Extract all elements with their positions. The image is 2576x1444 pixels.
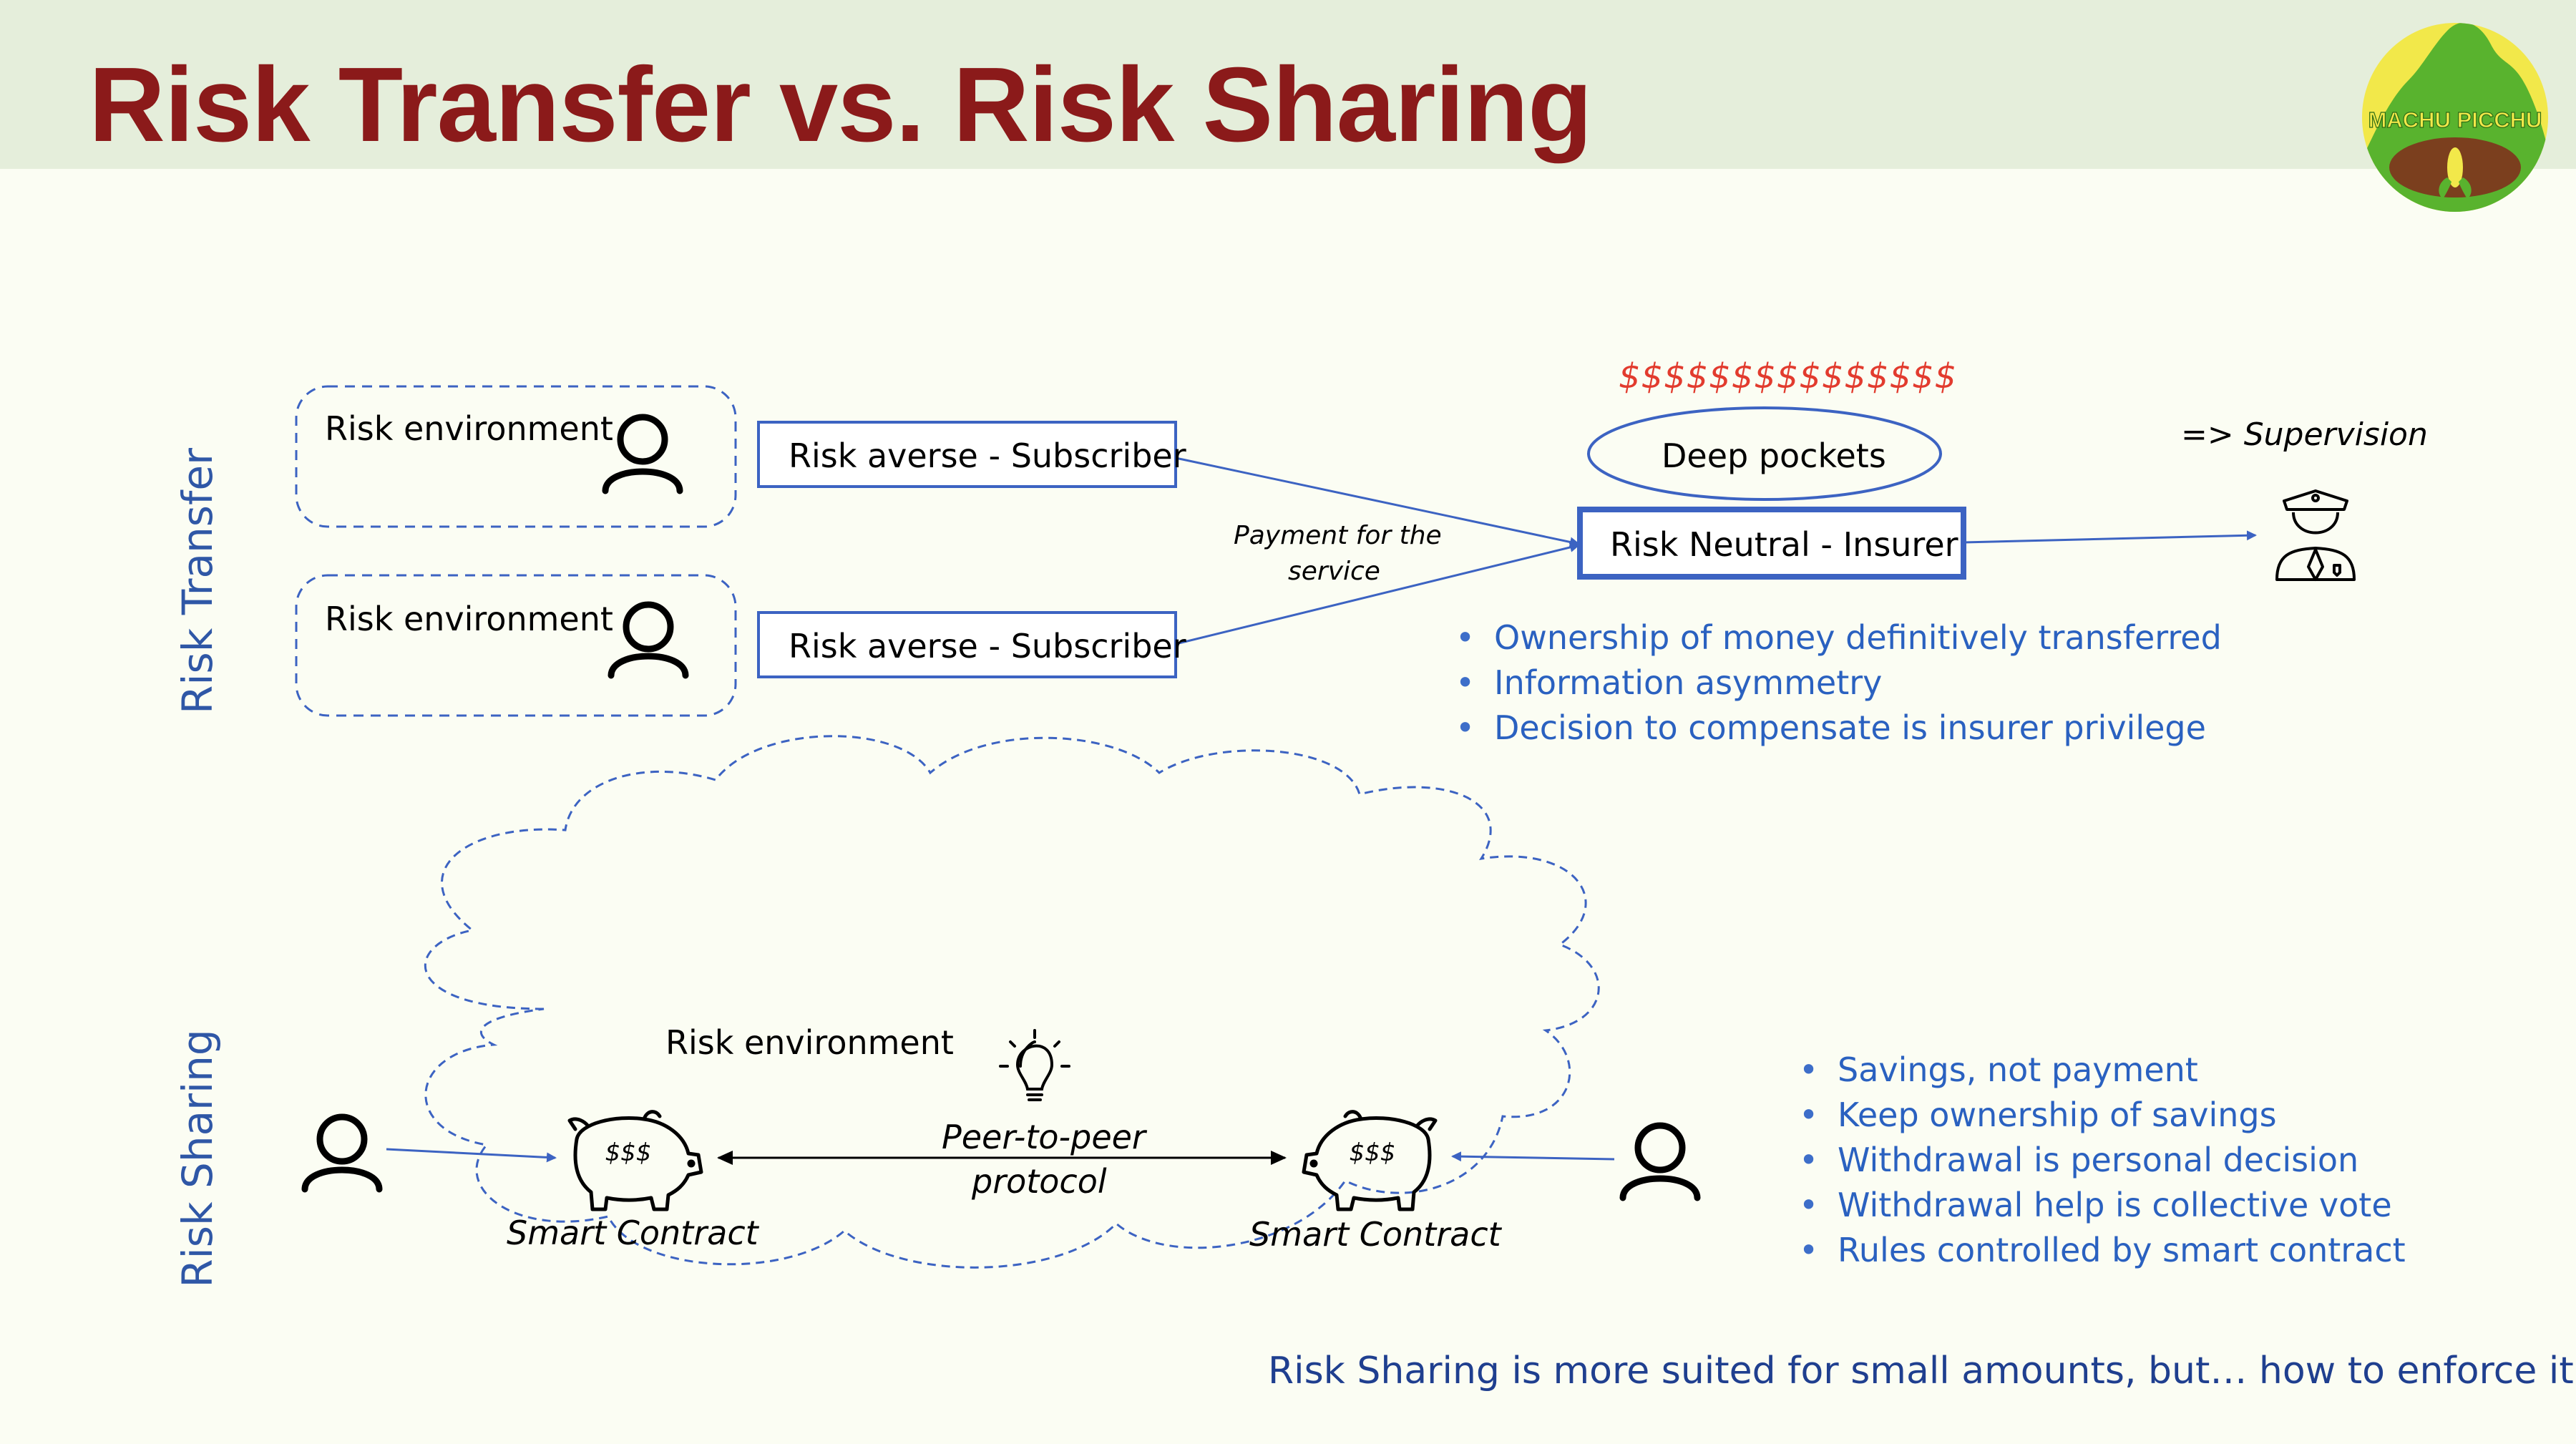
risk-environment-box-2 xyxy=(295,574,737,717)
risk-environment-cloud xyxy=(424,735,1600,1269)
risk-sharing-side-label: Risk Sharing xyxy=(173,1029,222,1288)
dollar-signs: $$$$$$$$$$$$$$$ xyxy=(1619,356,1958,396)
risk-environment-label: Risk environment xyxy=(325,409,613,448)
risk-environment-box-1 xyxy=(295,385,737,528)
risk-sharing-bullets: Savings, not payment Keep ownership of s… xyxy=(1799,1048,2406,1273)
payment-label-line1: Payment for the xyxy=(1234,521,1442,550)
person-icon xyxy=(301,1113,383,1193)
insurer-box xyxy=(1577,507,1966,580)
smart-contract-label-right: Smart Contract xyxy=(1249,1215,1501,1254)
arrow-person-to-left-contract xyxy=(386,1148,557,1163)
person-icon xyxy=(1619,1122,1701,1201)
arrow-insurer-to-supervision xyxy=(1963,530,2257,544)
bullet-item: Ownership of money definitively transfer… xyxy=(1455,615,2222,660)
piggy-bank-icon xyxy=(567,1110,703,1211)
arrow-subscriber1-to-insurer xyxy=(1175,457,1580,547)
bullet-item: Decision to compensate is insurer privil… xyxy=(1455,706,2222,751)
bullet-item: Savings, not payment xyxy=(1799,1048,2406,1093)
deep-pockets-ellipse xyxy=(1587,406,1942,501)
header-band xyxy=(0,0,2576,169)
corn-icon xyxy=(2439,147,2472,199)
protocol-label-line2: protocol xyxy=(972,1162,1107,1201)
payment-label-line2: service xyxy=(1288,557,1380,586)
risk-transfer-side-label: Risk Transfer xyxy=(173,448,222,714)
subscriber-box-1 xyxy=(757,421,1177,488)
piggy-dollars-left: $$$ xyxy=(605,1138,652,1167)
arrow-person-to-right-contract xyxy=(1451,1151,1615,1162)
bullet-item: Withdrawal is personal decision xyxy=(1799,1138,2406,1183)
risk-transfer-bullets: Ownership of money definitively transfer… xyxy=(1455,615,2222,751)
bullet-item: Withdrawal help is collective vote xyxy=(1799,1183,2406,1228)
person-icon xyxy=(608,601,689,679)
subscriber-label: Risk averse - Subscriber xyxy=(789,627,1186,665)
bullet-item: Rules controlled by smart contract xyxy=(1799,1228,2406,1273)
risk-environment-label: Risk environment xyxy=(325,600,613,638)
police-officer-icon xyxy=(2275,489,2356,581)
smart-contract-label-left: Smart Contract xyxy=(507,1214,758,1252)
subscriber-label: Risk averse - Subscriber xyxy=(789,436,1186,475)
bullet-item: Information asymmetry xyxy=(1455,660,2222,706)
piggy-bank-icon xyxy=(1302,1110,1438,1211)
risk-environment-label: Risk environment xyxy=(665,1023,954,1062)
logo-text: MACHU PICCHU xyxy=(2368,107,2542,132)
supervision-label: => Supervision xyxy=(2181,416,2428,453)
person-icon xyxy=(602,414,683,494)
bullet-item: Keep ownership of savings xyxy=(1799,1093,2406,1138)
insurer-label: Risk Neutral - Insurer xyxy=(1610,525,1958,564)
machu-picchu-logo: MACHU PICCHU xyxy=(2362,23,2548,212)
footer-note: Risk Sharing is more suited for small am… xyxy=(1268,1350,2576,1392)
protocol-label-line1: Peer-to-peer xyxy=(942,1118,1146,1156)
deep-pockets-label: Deep pockets xyxy=(1662,436,1886,475)
subscriber-box-2 xyxy=(757,611,1177,678)
lightbulb-icon xyxy=(999,1029,1070,1101)
page-title: Risk Transfer vs. Risk Sharing xyxy=(89,46,1592,164)
arrow-subscriber2-to-insurer xyxy=(1175,542,1580,645)
piggy-dollars-right: $$$ xyxy=(1350,1138,1396,1167)
